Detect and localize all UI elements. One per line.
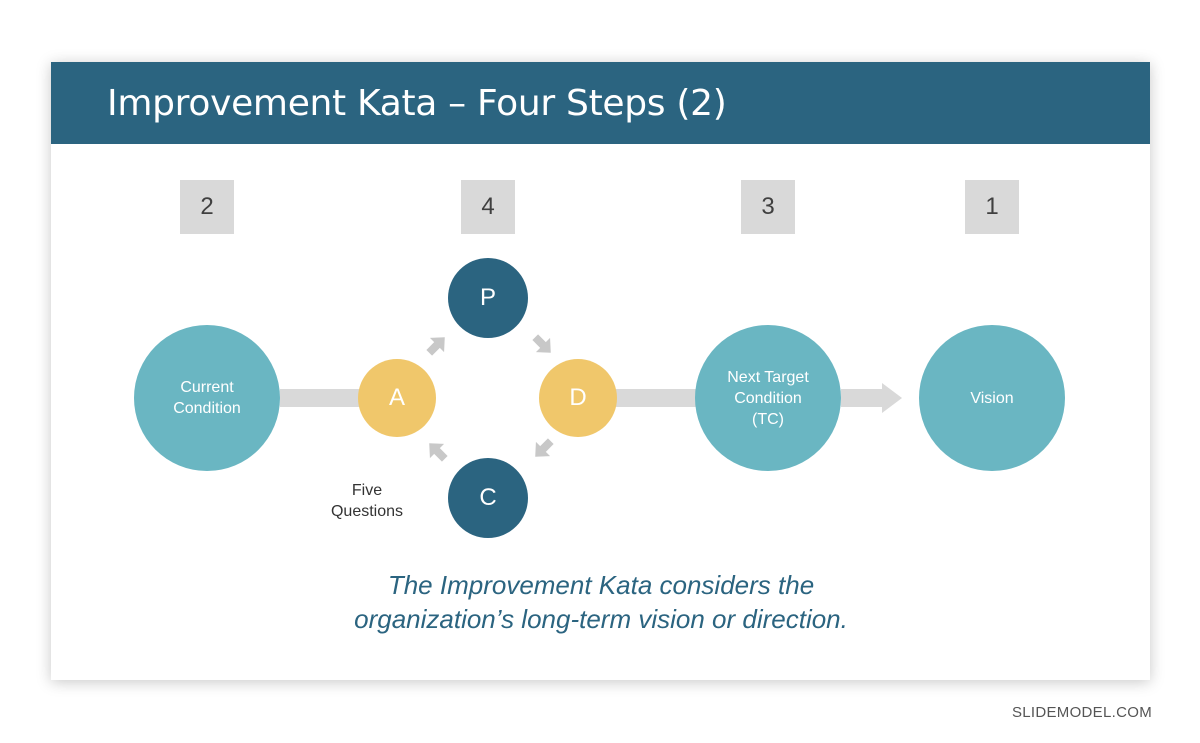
slide-caption: The Improvement Kata considers the organ… <box>354 570 848 634</box>
arrow-act-to-plan-icon <box>426 337 445 356</box>
five-questions-label: Five Questions <box>330 482 404 520</box>
watermark: SLIDEMODEL.COM <box>1011 704 1152 721</box>
arrow-do-to-check-icon <box>535 438 554 457</box>
plan-circle: P <box>448 258 528 338</box>
title-bar: Improvement Kata – Four Steps (2) <box>51 62 1150 144</box>
current-condition-circle: Current Condition <box>134 325 280 471</box>
next-target-condition-circle: Next Target Condition (TC) <box>695 325 841 471</box>
act-circle: A <box>358 359 436 437</box>
vision-circle: Vision <box>919 325 1065 471</box>
step-number-vision: 1 <box>965 180 1019 234</box>
check-circle: C <box>448 458 528 538</box>
step-number-target: 3 <box>741 180 795 234</box>
slide-title: Improvement Kata – Four Steps (2) <box>107 83 727 124</box>
step-number-current: 2 <box>180 180 234 234</box>
connector-target-to-vision <box>841 389 882 407</box>
arrow-to-vision-icon <box>882 383 902 413</box>
do-circle: D <box>539 359 617 437</box>
slide: Improvement Kata – Four Steps (2) 2 4 3 … <box>51 62 1150 680</box>
arrow-check-to-act-icon <box>429 443 448 462</box>
connector-do-to-target <box>616 389 698 407</box>
step-number-pdca: 4 <box>461 180 515 234</box>
connector-current-to-act <box>280 389 365 407</box>
arrow-plan-to-do-icon <box>532 334 551 353</box>
